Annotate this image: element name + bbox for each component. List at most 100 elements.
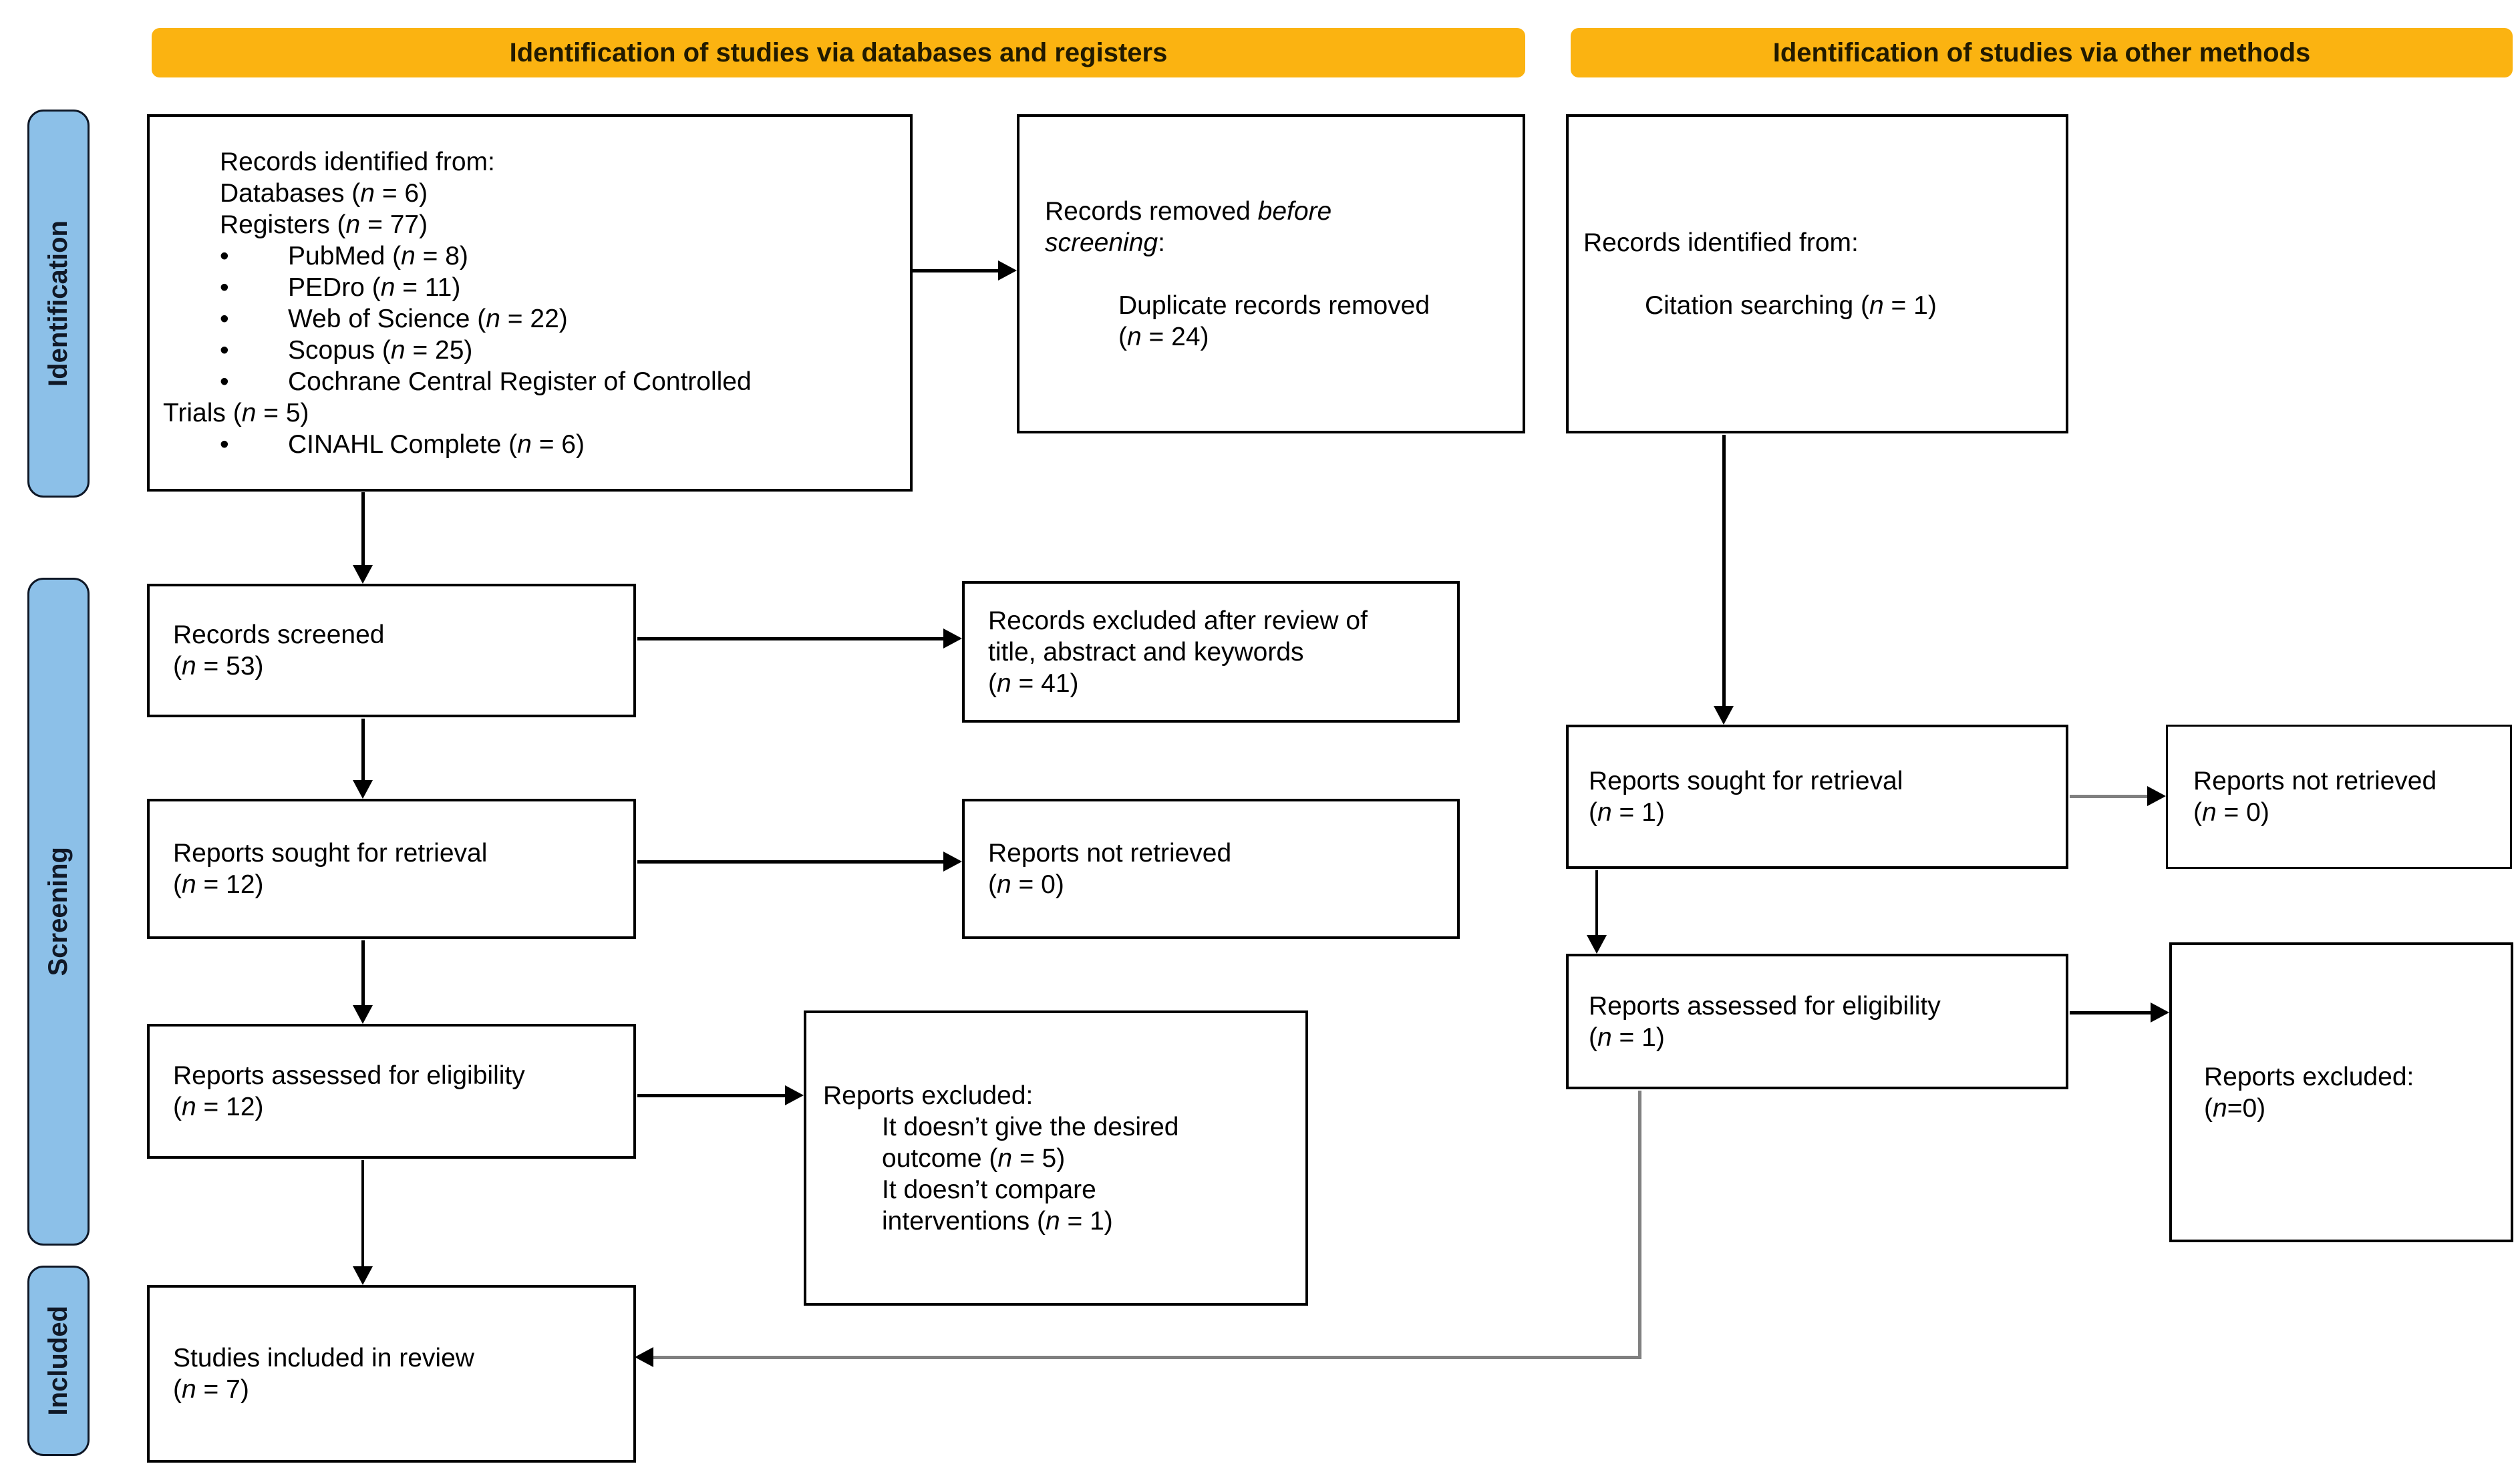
box-records-identified: Records identified from: Databases (n = … — [147, 114, 913, 492]
text-line: Duplicate records removed — [1118, 291, 1430, 320]
text-line: Reports not retrieved — [2193, 767, 2437, 795]
banner-databases-label: Identification of studies via databases … — [509, 37, 1168, 67]
text-segment-italic: before screening — [1045, 196, 1332, 257]
text-line: (n = 53) — [173, 652, 264, 681]
phase-included: Included — [27, 1266, 90, 1456]
box-records-screened: Records screened (n = 53) — [147, 584, 636, 717]
text-line: Reports sought for retrieval — [1589, 767, 1903, 795]
text-line: It doesn’t give the desired — [882, 1112, 1179, 1141]
text-line: PubMed (n = 8) — [288, 241, 468, 270]
text-line: Records identified from: — [1583, 228, 1859, 257]
arrowhead-right-icon — [785, 1085, 804, 1105]
text-line: It doesn’t compare — [882, 1175, 1096, 1204]
text-line: Citation searching (n = 1) — [1645, 291, 1937, 320]
text-line: (n = 1) — [1589, 1023, 1665, 1052]
text-line: Cochrane Central Register of Controlled — [288, 367, 752, 396]
arrowhead-right-icon — [2147, 786, 2166, 806]
box-records-excluded-title-abstract: Records excluded after review of title, … — [962, 581, 1460, 723]
arrowhead-down-icon — [353, 1005, 373, 1024]
bullet-line: • Scopus (n = 25) — [220, 335, 897, 366]
text-line: Registers (n = 77) — [220, 210, 428, 239]
bullet-icon: • — [220, 335, 229, 365]
arrow-shaft — [2070, 795, 2150, 798]
text-line: Web of Science (n = 22) — [288, 304, 568, 333]
text-line: (n = 12) — [173, 870, 264, 899]
connector-shaft-horizontal — [653, 1356, 1641, 1359]
text-line: Reports assessed for eligibility — [1589, 991, 1941, 1021]
box-reports-assessed-eligibility-other: Reports assessed for eligibility (n = 1) — [1566, 954, 2068, 1089]
arrowhead-left-icon — [635, 1347, 653, 1367]
arrowhead-down-icon — [353, 780, 373, 799]
text-line: Trials (n = 5) — [163, 398, 309, 427]
banner-databases-registers: Identification of studies via databases … — [152, 28, 1525, 77]
text-line: Reports excluded: — [823, 1081, 1034, 1110]
box-records-removed-before-screening: Records removed before screening: Duplic… — [1017, 114, 1525, 433]
connector-shaft-vertical — [1638, 1091, 1641, 1359]
bullet-icon: • — [220, 429, 229, 459]
arrowhead-down-icon — [353, 565, 373, 584]
text-line: interventions (n = 1) — [882, 1206, 1113, 1236]
text-line: Records excluded after review of — [988, 606, 1368, 635]
text-line: Records identified from: — [220, 147, 495, 176]
phase-screening: Screening — [27, 578, 90, 1246]
bullet-icon: • — [220, 367, 229, 396]
arrowhead-right-icon — [943, 628, 962, 649]
bullet-line: • PubMed (n = 8) — [220, 240, 897, 272]
text-line: (n = 1) — [1589, 798, 1665, 827]
phase-identification: Identification — [27, 110, 90, 498]
arrow-shaft — [913, 269, 1001, 272]
box-reports-excluded-other: Reports excluded: (n=0) — [2169, 942, 2513, 1242]
box-studies-included: Studies included in review (n = 7) — [147, 1285, 636, 1463]
text-line: Reports not retrieved — [988, 839, 1232, 868]
bullet-line: • PEDro (n = 11) — [220, 272, 897, 303]
arrow-shaft — [361, 492, 365, 566]
text-segment: Records removed — [1045, 196, 1258, 226]
bullet-icon: • — [220, 241, 229, 270]
box-reports-sought-retrieval: Reports sought for retrieval (n = 12) — [147, 799, 636, 939]
text-line: Databases (n = 6) — [220, 178, 428, 208]
text-line: Records removed before screening: — [1045, 196, 1432, 258]
text-line: (n = 0) — [988, 870, 1064, 899]
text-line: Records screened — [173, 620, 385, 649]
text-line: (n = 12) — [173, 1093, 264, 1121]
arrow-shaft — [361, 1160, 364, 1268]
bullet-icon: • — [220, 304, 229, 333]
text-line: Reports sought for retrieval — [173, 839, 488, 868]
text-line: outcome (n = 5) — [882, 1143, 1066, 1173]
text-line: (n=0) — [2204, 1093, 2266, 1123]
text-line: (n = 0) — [2193, 798, 2269, 827]
box-citation-searching: Records identified from: Citation search… — [1566, 114, 2068, 433]
arrowhead-down-icon — [1714, 706, 1734, 725]
arrow-shaft — [1595, 870, 1598, 936]
box-reports-excluded-reasons: Reports excluded: It doesn’t give the de… — [804, 1010, 1308, 1306]
phase-identification-label: Identification — [43, 220, 73, 387]
text-line: (n = 41) — [988, 669, 1079, 698]
text-segment: : — [1158, 228, 1165, 257]
text-line: CINAHL Complete (n = 6) — [288, 429, 585, 459]
arrow-shaft — [361, 719, 365, 781]
bullet-line: • Web of Science (n = 22) — [220, 303, 897, 335]
phase-screening-label: Screening — [43, 847, 73, 976]
text-line: Reports excluded: — [2204, 1062, 2414, 1091]
arrow-shaft — [1722, 435, 1726, 707]
box-reports-not-retrieved-other: Reports not retrieved (n = 0) — [2166, 725, 2512, 869]
bullet-line: • CINAHL Complete (n = 6) — [220, 429, 897, 460]
text-line: Reports assessed for eligibility — [173, 1061, 525, 1090]
arrowhead-right-icon — [943, 852, 962, 872]
banner-other-methods: Identification of studies via other meth… — [1571, 28, 2513, 77]
arrow-shaft — [637, 860, 946, 864]
arrowhead-right-icon — [998, 260, 1017, 281]
phase-included-label: Included — [43, 1306, 73, 1416]
text-line: Scopus (n = 25) — [288, 335, 473, 365]
bullet-line: • Cochrane Central Register of Controlle… — [220, 366, 897, 397]
arrow-shaft — [637, 1094, 788, 1097]
arrowhead-right-icon — [2151, 1002, 2169, 1023]
banner-other-methods-label: Identification of studies via other meth… — [1772, 37, 2311, 67]
text-line: (n = 7) — [173, 1375, 249, 1404]
text-line: PEDro (n = 11) — [288, 272, 461, 302]
arrowhead-down-icon — [353, 1266, 373, 1285]
text-line: title, abstract and keywords — [988, 637, 1304, 667]
box-reports-assessed-eligibility: Reports assessed for eligibility (n = 12… — [147, 1024, 636, 1159]
bullet-icon: • — [220, 272, 229, 302]
